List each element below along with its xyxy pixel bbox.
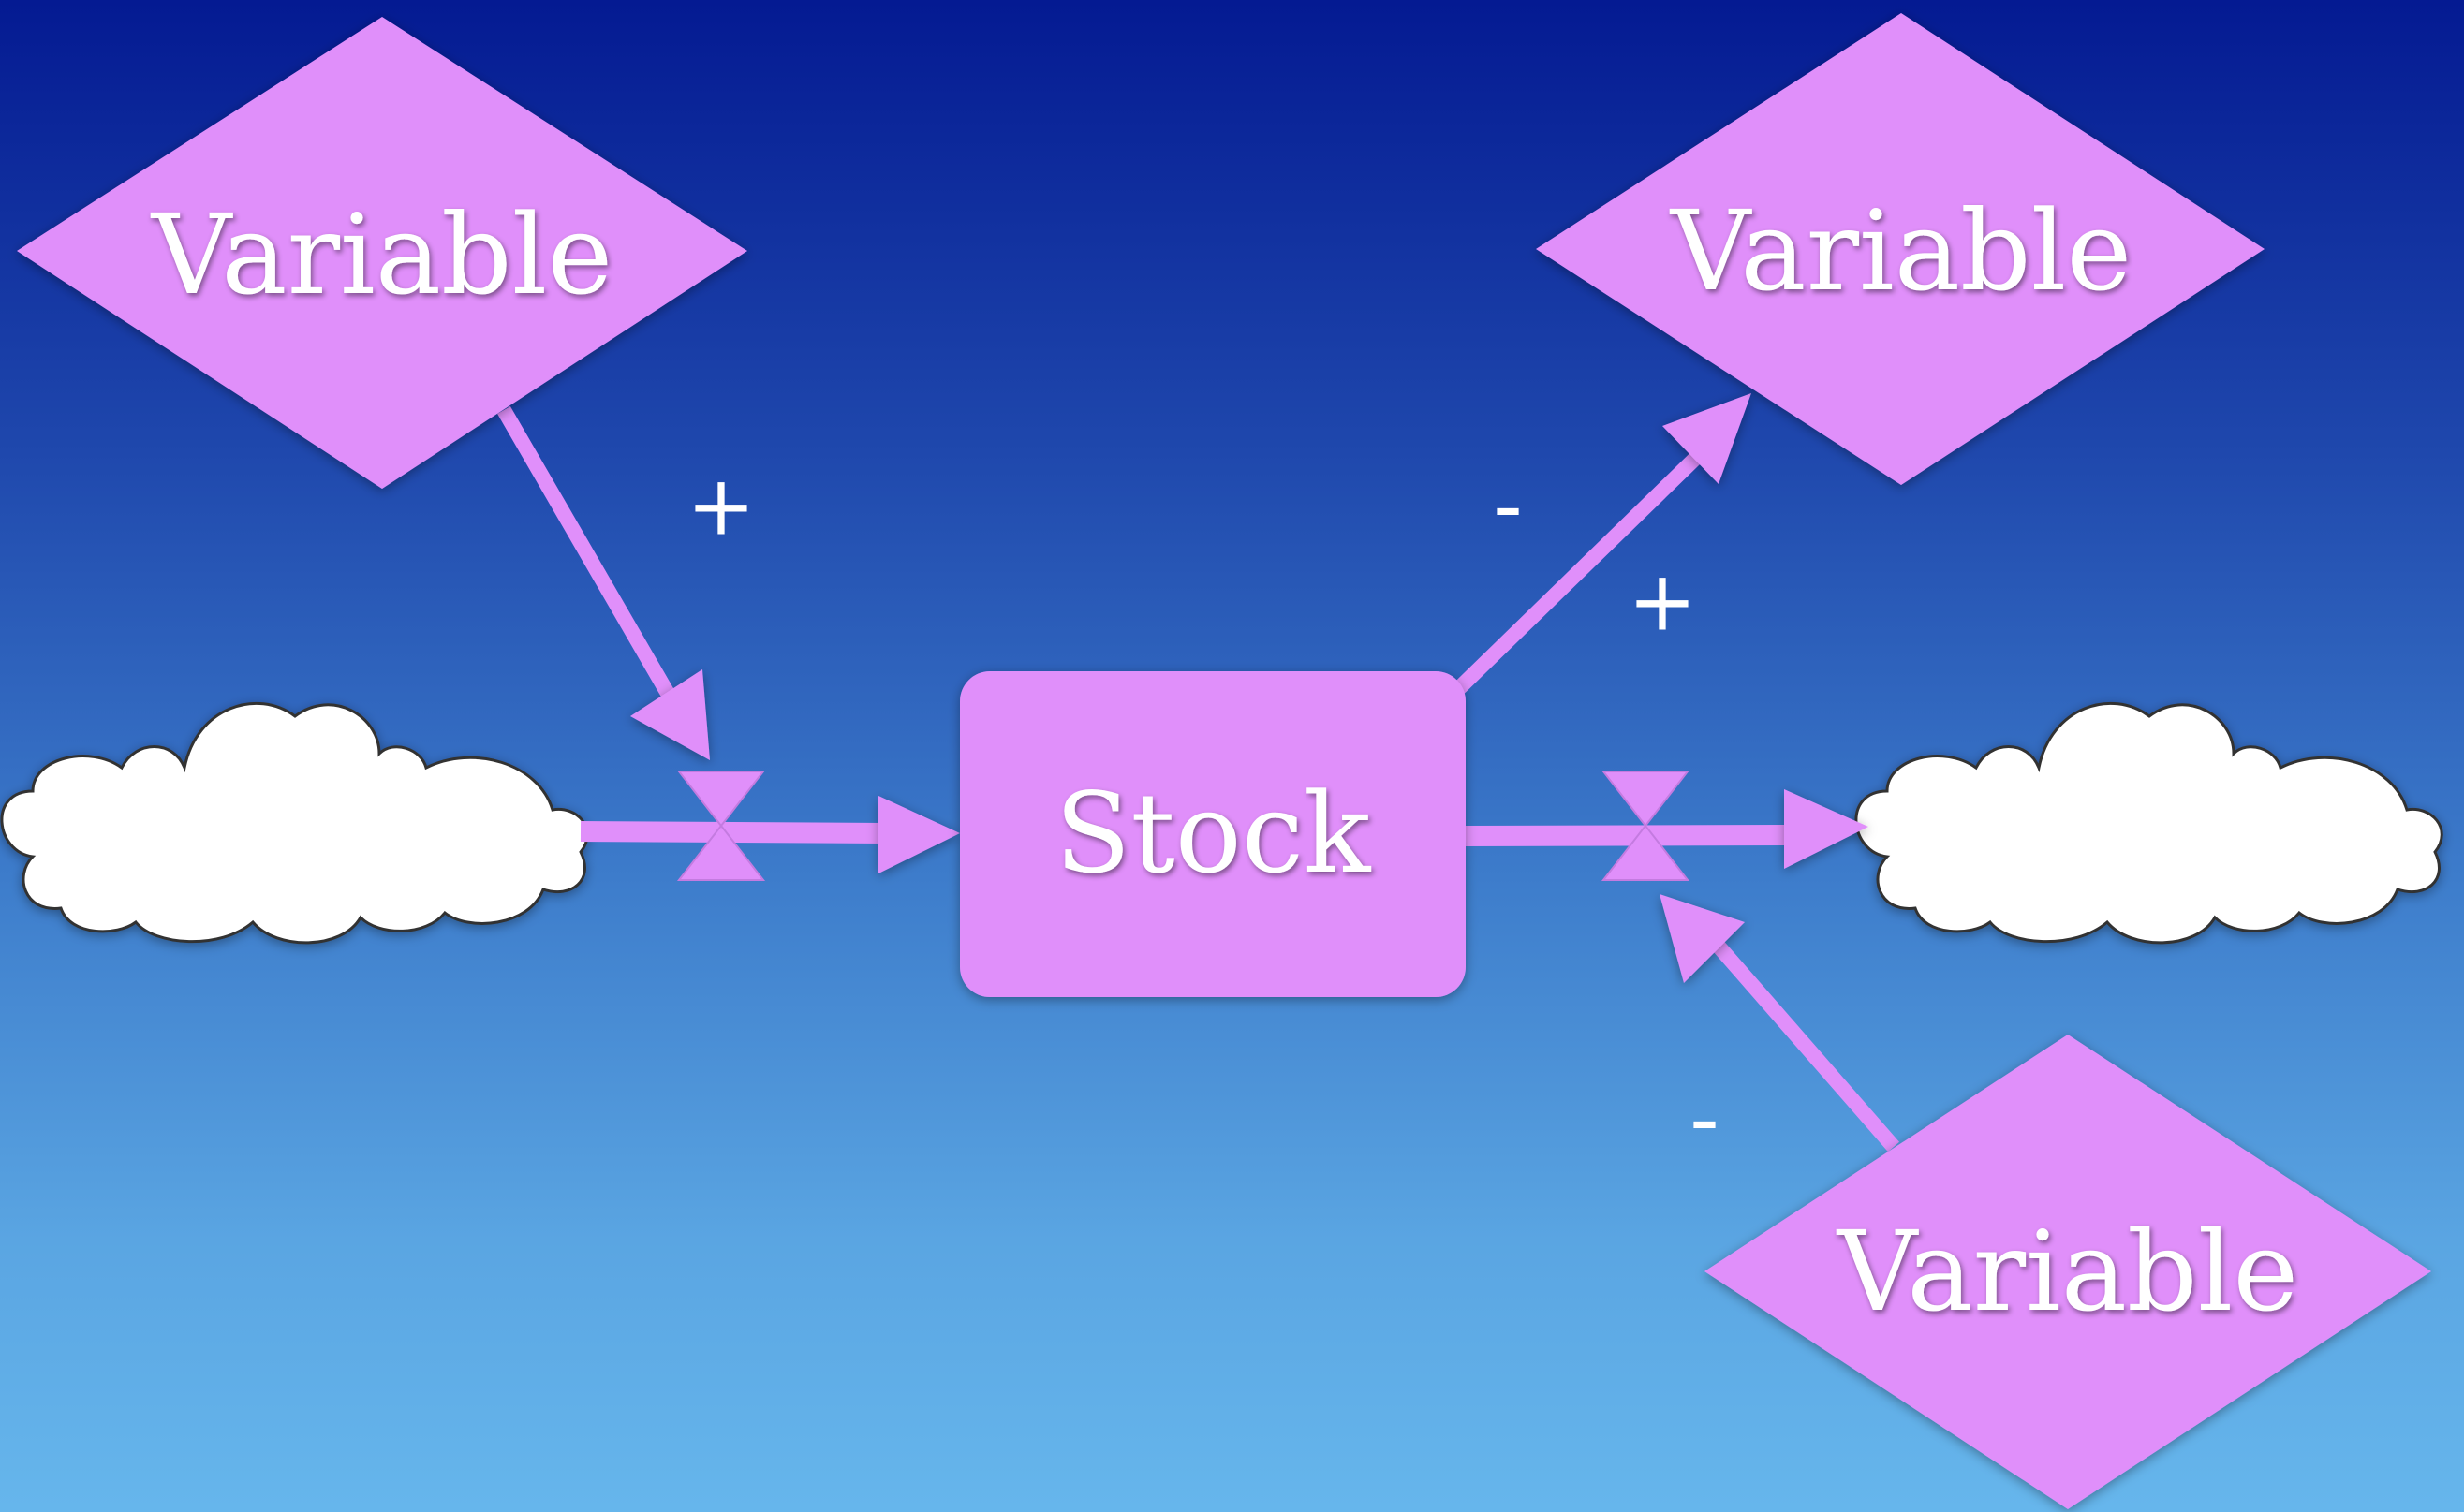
- variable-node-bottom-right: Variable: [1704, 1035, 2431, 1509]
- cloud-source-icon: [0, 701, 589, 945]
- polarity-sign-outflow: -: [1689, 1071, 1719, 1167]
- variable-label: Variable: [150, 190, 612, 319]
- valve-icon: [676, 771, 766, 881]
- variable-node-top-left: Variable: [17, 17, 747, 489]
- link-inflow-arrow: [497, 405, 710, 760]
- variable-node-top-right: Variable: [1536, 13, 2265, 485]
- variable-label: Variable: [1836, 1207, 2298, 1336]
- valve-icon: [1601, 771, 1690, 881]
- stock-node: Stock: [960, 671, 1466, 997]
- polarity-sign-inflow: +: [686, 458, 756, 554]
- link-outflow-arrow: [1660, 894, 1900, 1152]
- polarity-sign-outflow-stock: +: [1628, 553, 1697, 650]
- outflow-pipe: [1465, 789, 1868, 869]
- inflow-pipe: [580, 796, 960, 873]
- link-stock-to-var-arrow: [1451, 393, 1751, 697]
- inflow-arrowhead: [878, 796, 960, 873]
- cloud-sink-icon: [1854, 701, 2443, 945]
- polarity-sign-stock-to-var: -: [1493, 458, 1523, 554]
- stock-label: Stock: [1055, 769, 1372, 898]
- outflow-arrowhead: [1784, 789, 1868, 869]
- variable-label: Variable: [1669, 186, 2132, 316]
